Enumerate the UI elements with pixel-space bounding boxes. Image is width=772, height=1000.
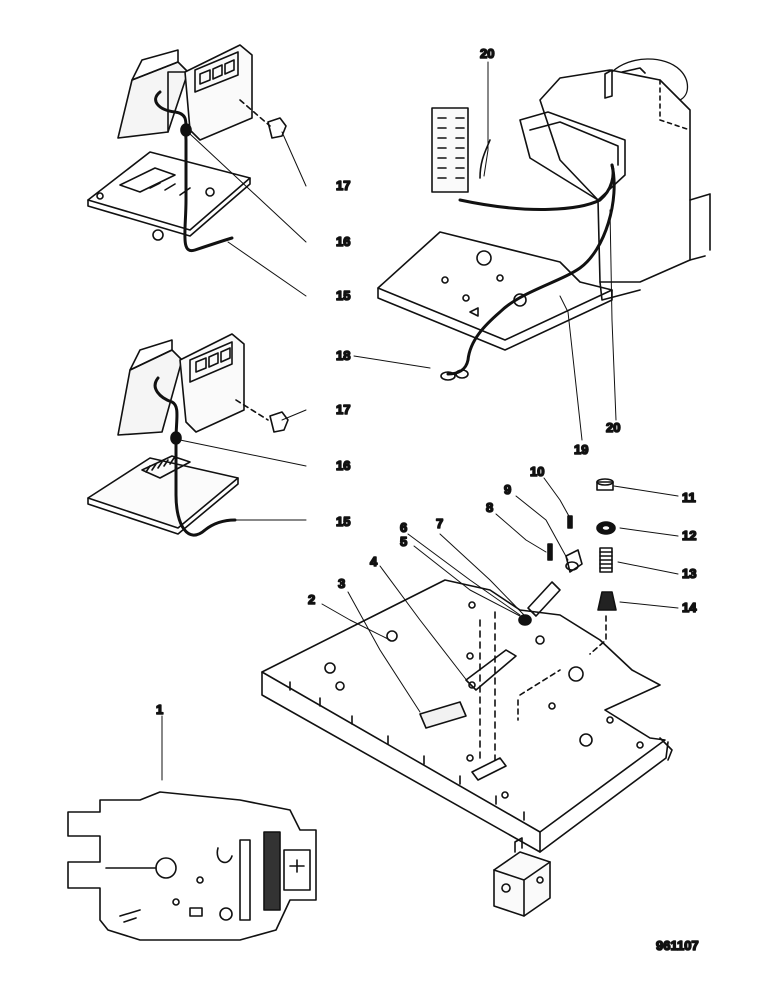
small-parts [518,478,617,655]
callout-8: 8 [486,500,493,515]
callout-11: 11 [682,490,696,505]
callout-15-lower: 15 [336,514,350,529]
callout-12: 12 [682,528,696,543]
callout-3: 3 [338,576,345,591]
callout-18: 18 [336,348,350,363]
dashboard-harness-assembly [377,58,711,381]
callout-6: 6 [400,520,407,535]
figure-reference-number: 961107 [656,938,699,953]
callout-20-bottom: 20 [606,420,620,435]
callout-17-lower: 17 [336,402,350,417]
pedestal-assembly-upper [87,44,287,253]
floor-plate [261,579,673,917]
callout-19: 19 [574,442,588,457]
callout-14: 14 [682,600,697,615]
callout-13: 13 [682,566,696,581]
callout-16-upper: 16 [336,234,350,249]
callout-1: 1 [156,702,163,717]
callout-5: 5 [400,534,407,549]
callout-2: 2 [308,592,315,607]
callout-10: 10 [530,464,544,479]
pedestal-assembly-lower [87,333,289,537]
callout-7: 7 [436,516,443,531]
plan-view [67,791,317,941]
callout-9: 9 [504,482,511,497]
callout-16-lower: 16 [336,458,350,473]
callout-15-upper: 15 [336,288,350,303]
callout-20-top: 20 [480,46,494,61]
leader-lines [161,61,679,781]
callout-4: 4 [370,554,378,569]
callout-17-upper: 17 [336,178,350,193]
callouts: 1 2 3 4 5 6 7 8 9 10 11 12 13 14 15 15 1… [155,45,698,718]
